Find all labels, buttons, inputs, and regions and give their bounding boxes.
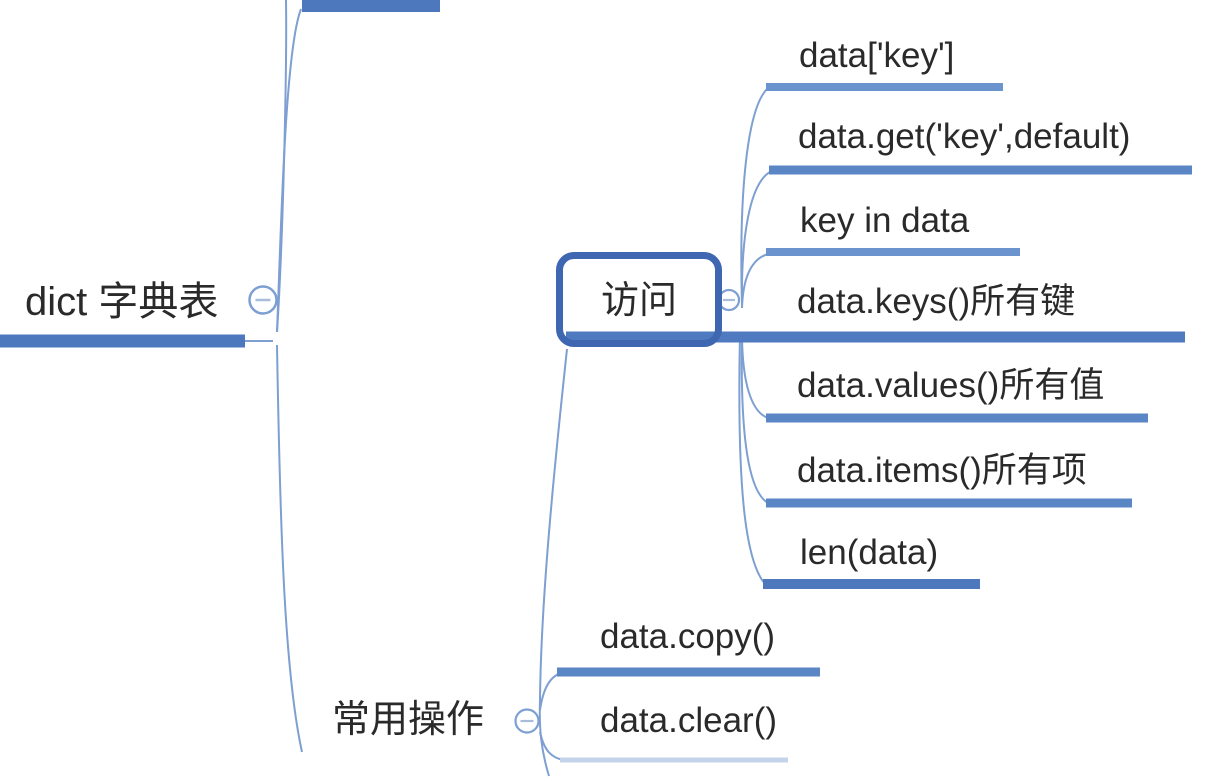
node-data-values[interactable]: data.values()所有值: [797, 366, 1105, 405]
connector-access-to-child3: [741, 253, 769, 309]
connector-access-to-child1: [740, 87, 769, 304]
collapse-button-common-ops[interactable]: [514, 708, 540, 734]
node-dict-root[interactable]: dict 字典表: [25, 280, 219, 324]
selection-box-access: [556, 252, 722, 347]
connector-common-to-copy: [539, 672, 562, 711]
node-access[interactable]: 访问: [600, 280, 677, 322]
connector-dict-to-offscreen-top: [276, 0, 288, 333]
node-data-get[interactable]: data.get('key',default): [798, 117, 1131, 156]
node-common-ops[interactable]: 常用操作: [332, 699, 485, 741]
connector-access-to-child6: [740, 333, 769, 504]
connector-access-to-child2: [740, 171, 771, 306]
collapse-button-dict[interactable]: [248, 285, 278, 315]
connector-access-to-child5: [741, 331, 769, 419]
node-data-keys[interactable]: data.keys()所有键: [797, 282, 1076, 321]
node-len-data[interactable]: len(data): [800, 533, 939, 572]
node-data-copy[interactable]: data.copy(): [600, 617, 776, 656]
node-key-in-data[interactable]: key in data: [800, 201, 970, 240]
connector-access-drop: [538, 348, 568, 777]
connector-access-to-child7: [738, 333, 767, 586]
node-data-items[interactable]: data.items()所有项: [797, 451, 1087, 490]
node-data-key[interactable]: data['key']: [799, 36, 955, 75]
node-data-clear[interactable]: data.clear(): [600, 701, 778, 740]
collapse-button-access[interactable]: [717, 288, 741, 312]
connector-dict-to-common-ops: [276, 344, 303, 753]
